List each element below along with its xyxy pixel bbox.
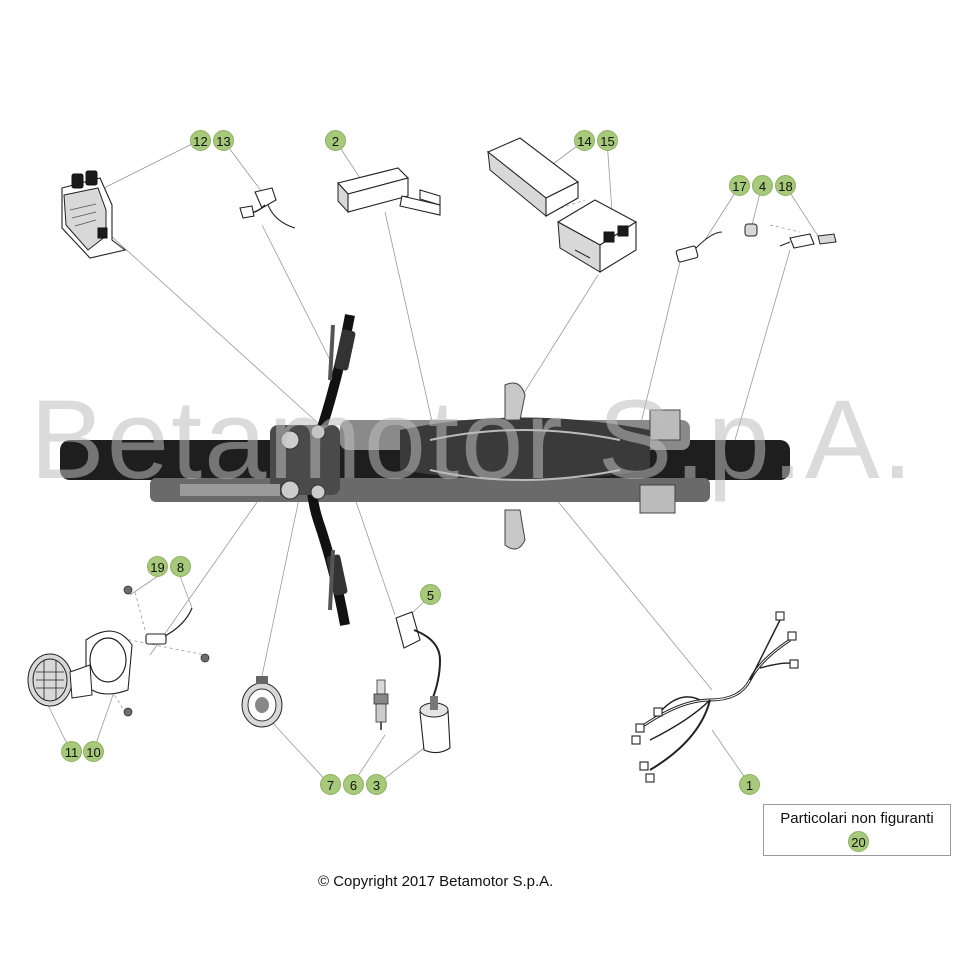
callout-8[interactable]: 8: [170, 556, 191, 577]
callout-7[interactable]: 7: [320, 774, 341, 795]
callout-11[interactable]: 11: [61, 741, 82, 762]
callout-12[interactable]: 12: [190, 130, 211, 151]
callout-17[interactable]: 17: [729, 175, 750, 196]
callout-20[interactable]: 20: [848, 831, 869, 852]
horn-part: [241, 676, 283, 728]
copyright-notice: © Copyright 2017 Betamotor S.p.A.: [318, 873, 554, 890]
battery-box-part: [486, 137, 638, 273]
callout-6[interactable]: 6: [343, 774, 364, 795]
callout-2[interactable]: 2: [325, 130, 346, 151]
switch-housing-part: [61, 170, 127, 259]
callout-14[interactable]: 14: [574, 130, 595, 151]
callout-18[interactable]: 18: [775, 175, 796, 196]
clutch-switch-part: [239, 187, 296, 229]
callout-15[interactable]: 15: [597, 130, 618, 151]
callout-1[interactable]: 1: [739, 774, 760, 795]
callout-10[interactable]: 10: [83, 741, 104, 762]
voltage-regulator-part: [336, 167, 441, 216]
callout-13[interactable]: 13: [213, 130, 234, 151]
motorcycle-top-view: [60, 314, 790, 626]
legend-box: Particolari non figuranti 20: [763, 804, 951, 856]
sensor-connectors-part: [675, 223, 837, 263]
callout-19[interactable]: 19: [147, 556, 168, 577]
callout-5[interactable]: 5: [420, 584, 441, 605]
spark-plug-part: [373, 679, 389, 730]
callout-4[interactable]: 4: [752, 175, 773, 196]
legend-label: Particolari non figuranti: [780, 810, 934, 827]
wiring-harness-part: [631, 611, 799, 783]
callout-3[interactable]: 3: [366, 774, 387, 795]
ignition-coil-part: [395, 611, 451, 754]
headlight-part: [27, 585, 210, 717]
